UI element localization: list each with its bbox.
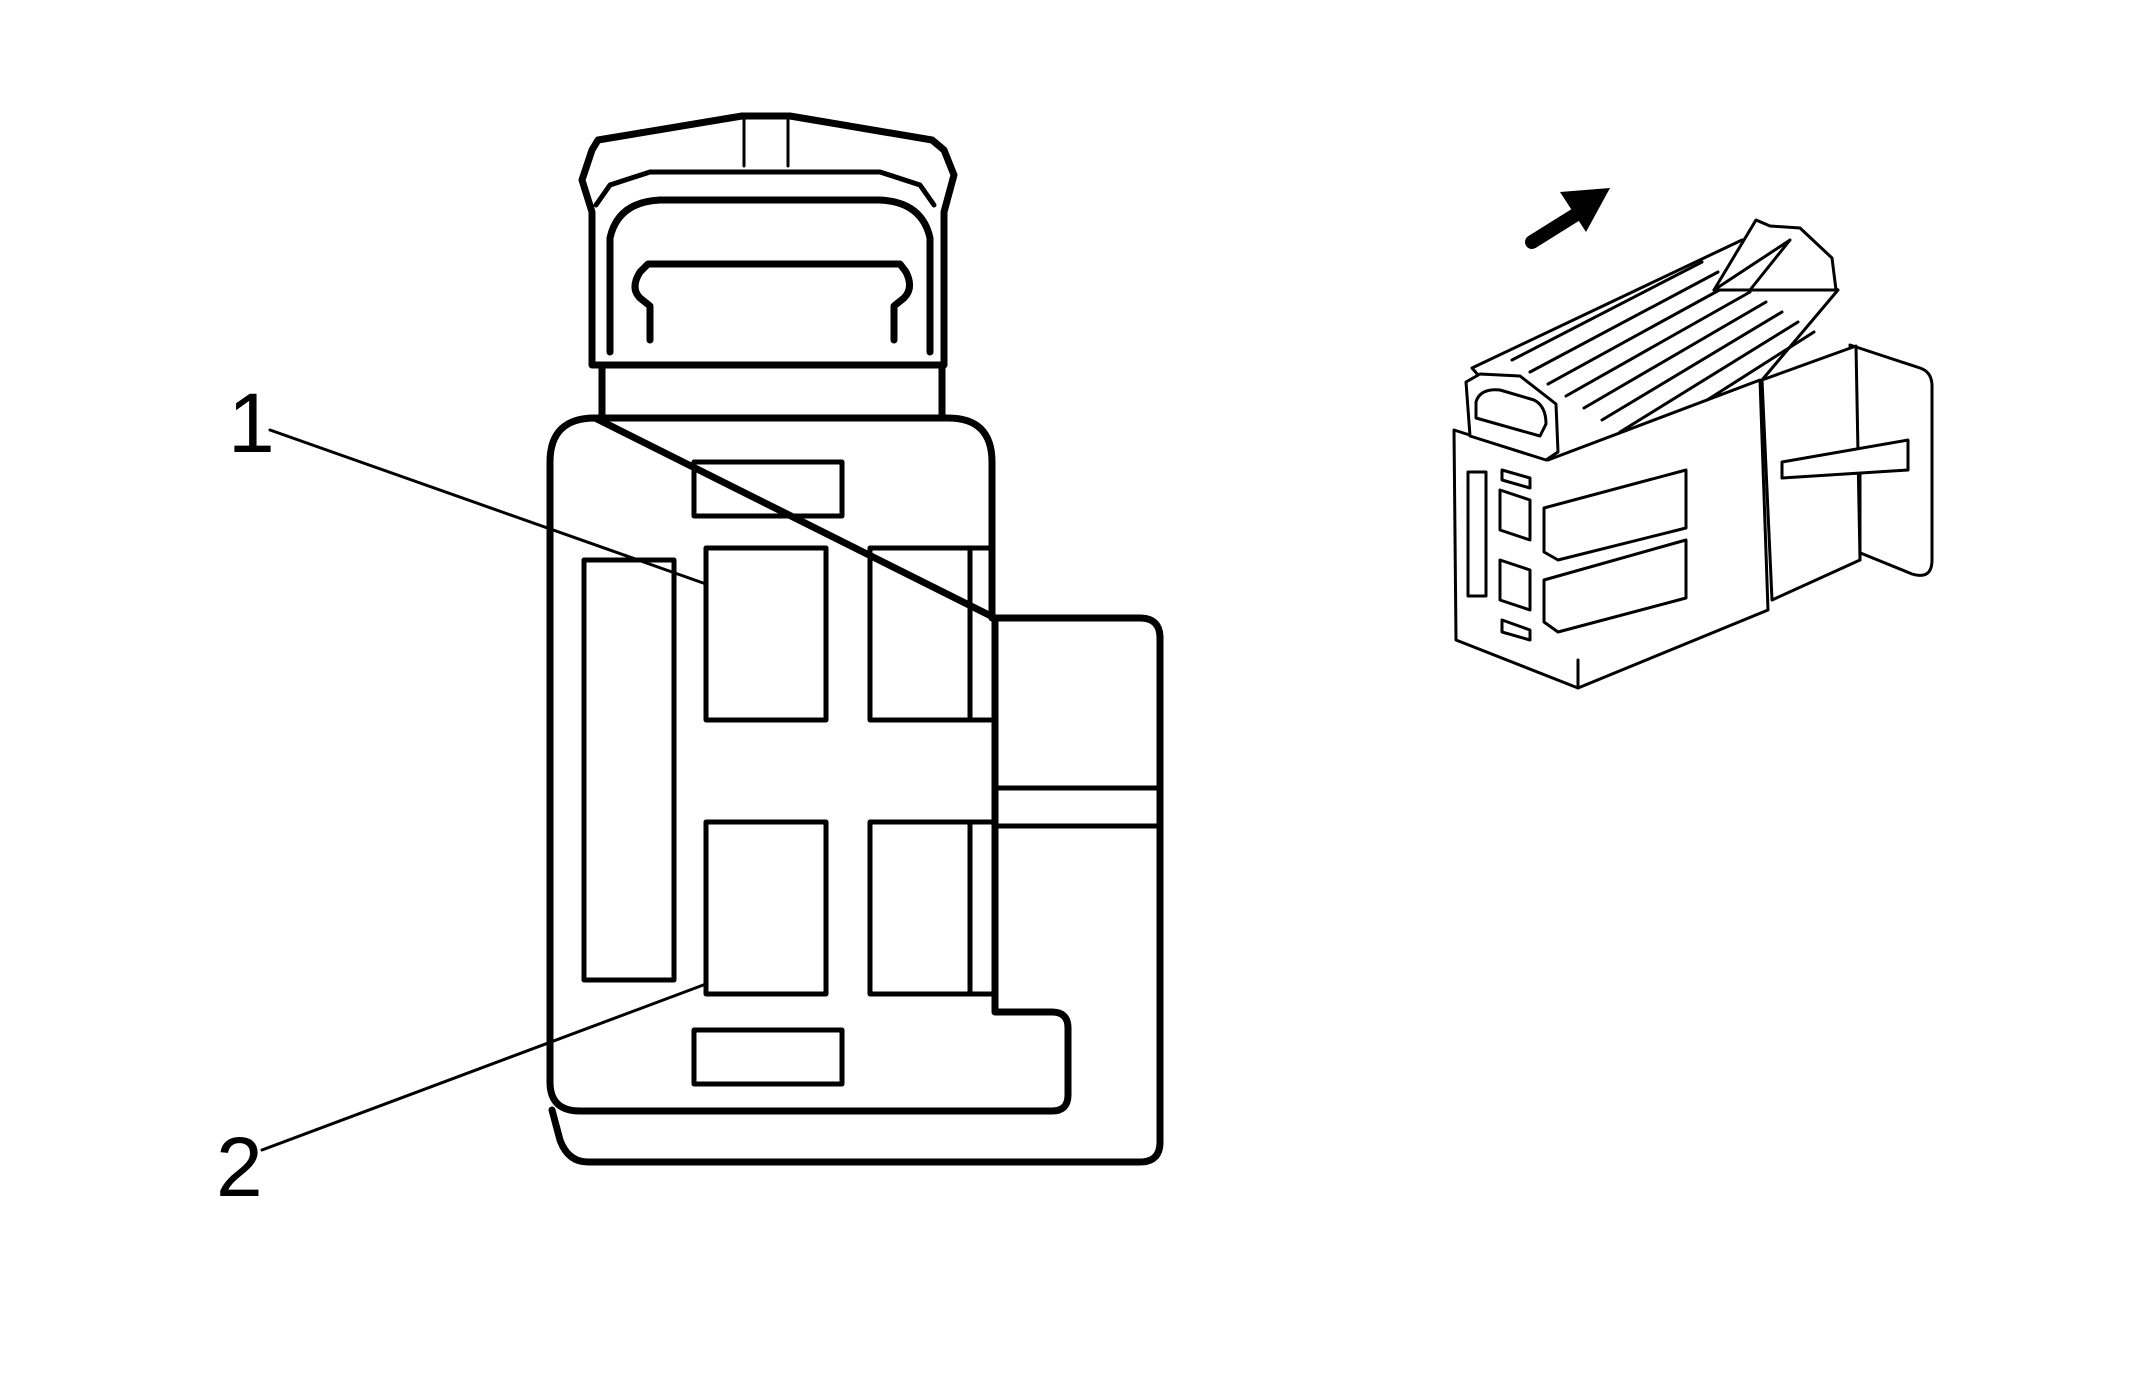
side-housing-outline: [548, 614, 1164, 1166]
iso-front-latch-cap: [1464, 372, 1560, 462]
iso-slot-top: [1500, 468, 1532, 490]
callout-1-label: 1: [228, 376, 275, 470]
callout-2-leader: [260, 982, 708, 1152]
iso-slot-bottom: [1500, 618, 1532, 642]
terminal-cavity-2: [703, 819, 829, 997]
iso-secondary-cavity-lower: [1542, 538, 1688, 634]
terminal-cavity-1: [703, 545, 829, 723]
callout-2: 2: [216, 982, 708, 1214]
latch-cap-outline: [578, 112, 958, 369]
main-body-outline: [546, 414, 1072, 1115]
latch-window: [606, 196, 934, 356]
iso-cavity-upper: [1498, 488, 1532, 542]
connector-front-view: [546, 112, 1164, 1166]
callout-2-label: 2: [216, 1120, 263, 1214]
iso-latch-triangle: [1712, 238, 1792, 292]
secondary-cavity-upper: [867, 545, 995, 723]
callout-1-leader: [268, 428, 708, 586]
iso-front-latch-window: [1474, 388, 1548, 438]
connector-isometric-view: [1452, 218, 1934, 690]
top-keying-slot: [691, 459, 845, 519]
callout-1: 1: [228, 376, 708, 586]
latch-cap-inner-rim: [593, 169, 937, 208]
iso-top-ribs: [1510, 260, 1816, 446]
secondary-cavity-lower: [867, 819, 998, 997]
iso-cavity-lower: [1498, 558, 1532, 612]
latch-button: [631, 260, 913, 344]
arrow-up-right-icon: [1525, 188, 1610, 249]
bottom-keying-slot: [691, 1027, 845, 1087]
iso-secondary-cavity-upper: [1542, 468, 1688, 562]
iso-side-wedge: [1780, 438, 1910, 480]
iso-left-lock-slot: [1466, 470, 1488, 598]
left-lock-slot: [581, 557, 677, 983]
